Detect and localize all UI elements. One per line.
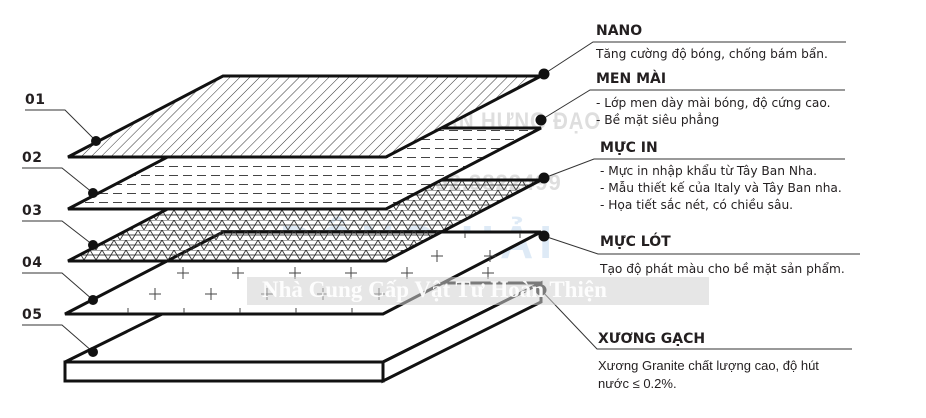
layer-number-05: 05: [22, 307, 43, 323]
dot-muc-in: [538, 172, 550, 184]
layer-desc-muc-lot: Tạo độ phát màu cho bề mặt sản phẩm.: [600, 261, 845, 278]
left-leaders: [22, 109, 97, 353]
layer-number-02: 02: [22, 150, 43, 166]
dot-men-mai: [535, 114, 547, 126]
layer-desc-xuong-gach: Xương Granite chất lượng cao, độ hút nướ…: [598, 357, 819, 393]
dot-xuong-gach: [535, 284, 547, 296]
layer-number-04: 04: [22, 255, 43, 271]
desc-line: Tạo độ phát màu cho bề mặt sản phẩm.: [600, 262, 845, 276]
desc-line: - Lớp men dày mài bóng, độ cứng cao.: [596, 96, 831, 110]
dot-muc-lot: [538, 230, 550, 242]
desc-line: - Họa tiết sắc nét, có chiều sâu.: [600, 198, 794, 212]
desc-line: - Mực in nhập khẩu từ Tây Ban Nha.: [600, 164, 818, 178]
plus-mark: [177, 267, 189, 279]
layer-title-xuong-gach: XƯƠNG GẠCH: [598, 331, 706, 347]
layer-title-muc-lot: MỰC LÓT: [600, 234, 671, 250]
layer-desc-nano: Tăng cường độ bóng, chống bám bẩn.: [596, 46, 828, 63]
plus-mark: [482, 267, 494, 279]
plus-mark: [205, 288, 217, 300]
dot-03: [88, 240, 98, 250]
dot-04: [88, 295, 98, 305]
desc-line: - Mẫu thiết kế của Italy và Tây Ban nha.: [600, 181, 842, 195]
layer-desc-muc-in: - Mực in nhập khẩu từ Tây Ban Nha. - Mẫu…: [600, 163, 842, 214]
dot-01: [91, 136, 101, 146]
plus-mark: [149, 288, 161, 300]
left-dots: [88, 136, 101, 357]
plus-mark: [232, 267, 244, 279]
layer-05-slab: [63, 280, 543, 384]
desc-line: Xương Granite chất lượng cao, độ hút: [598, 358, 819, 373]
dot-05: [88, 347, 98, 357]
desc-line: Tăng cường độ bóng, chống bám bẩn.: [596, 47, 828, 61]
right-leaders: [540, 41, 860, 350]
layer-title-nano: NANO: [596, 23, 643, 39]
layer-01-nano: [67, 74, 542, 159]
layer-title-muc-in: MỰC IN: [600, 140, 658, 156]
layer-number-01: 01: [25, 92, 46, 108]
plus-mark: [431, 250, 443, 262]
layer-number-03: 03: [22, 203, 43, 219]
desc-line: nước ≤ 0.2%.: [598, 376, 677, 391]
layer-title-men-mai: MEN MÀI: [596, 71, 667, 87]
dot-02: [88, 188, 98, 198]
plus-mark: [484, 250, 496, 262]
desc-line: - Bề mặt siêu phẳng: [596, 113, 720, 127]
dot-nano: [538, 68, 550, 80]
layer-desc-men-mai: - Lớp men dày mài bóng, độ cứng cao. - B…: [596, 95, 831, 129]
